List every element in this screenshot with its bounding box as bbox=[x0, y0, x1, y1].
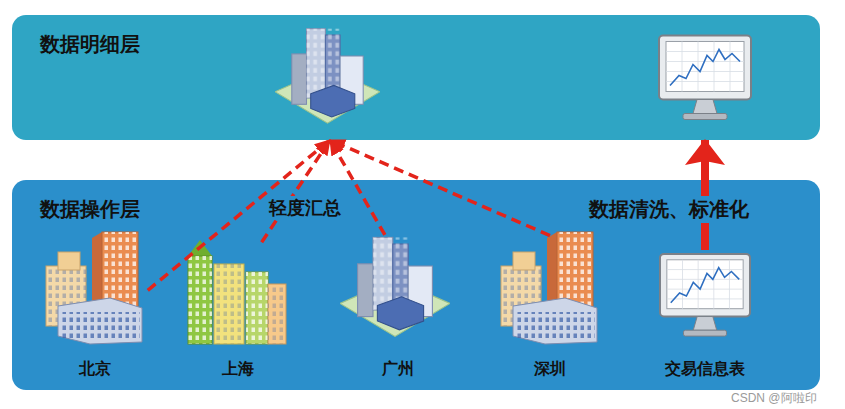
node-caption: 交易信息表 bbox=[665, 358, 745, 380]
dashed-arrow bbox=[330, 140, 385, 235]
building-icon bbox=[46, 232, 142, 344]
node-caption: 广州 bbox=[382, 358, 414, 380]
watermark: CSDN @阿啦印 bbox=[728, 390, 820, 407]
building-icon bbox=[188, 240, 286, 344]
layer-title: 数据明细层 bbox=[40, 31, 140, 58]
node-caption: 北京 bbox=[79, 358, 111, 380]
layer-title: 数据操作层 bbox=[40, 196, 140, 223]
step-label: 数据清洗、标准化 bbox=[586, 196, 752, 223]
node-caption: 深圳 bbox=[534, 358, 566, 380]
building-icon bbox=[501, 232, 597, 344]
building-cluster bbox=[275, 29, 380, 124]
flow-arrow bbox=[701, 140, 709, 250]
monitor-icon bbox=[659, 36, 751, 120]
building-cluster bbox=[340, 237, 450, 336]
step-label: 轻度汇总 bbox=[266, 196, 344, 220]
dashed-arrow bbox=[262, 140, 330, 242]
dashed-arrow bbox=[330, 140, 550, 236]
monitor-icon bbox=[660, 254, 750, 336]
node-caption: 上海 bbox=[222, 358, 254, 380]
